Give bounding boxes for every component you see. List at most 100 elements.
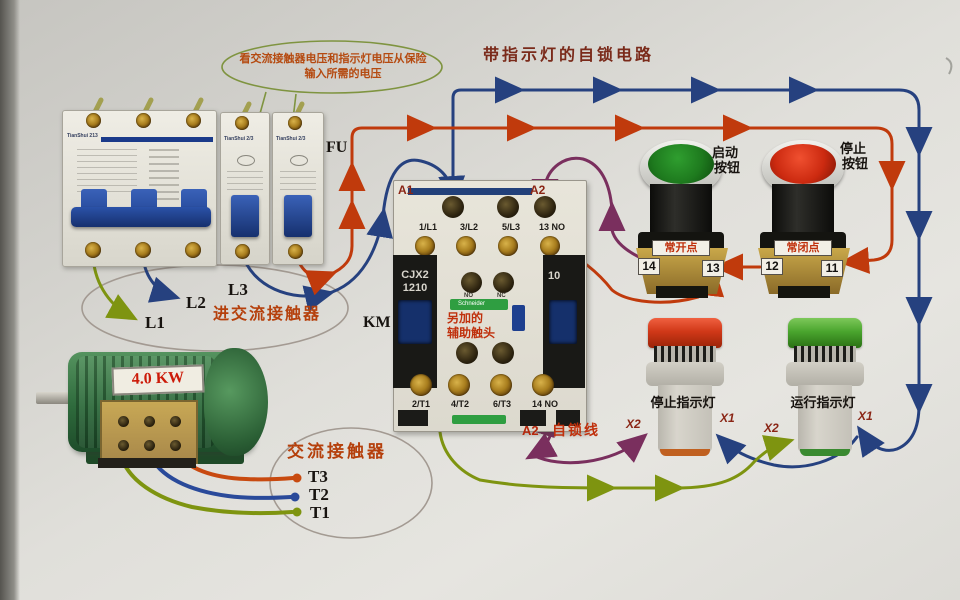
motor: 4.0 KW — [36, 340, 272, 472]
stop-lamp-name: 停止指示灯 — [650, 395, 716, 410]
stop-lamp-flange — [646, 362, 724, 386]
schneider-brand: Schneider — [458, 301, 486, 307]
run-lamp-rim — [800, 449, 850, 456]
contactor-screw-a2 — [534, 196, 556, 218]
motor-stud — [170, 440, 181, 451]
aux-screw-no-bot — [456, 342, 478, 364]
contactor-model-1: CJX2 — [401, 269, 429, 281]
km-label: KM — [363, 314, 391, 331]
start-button-cap[interactable] — [648, 144, 714, 184]
breaker-screw — [86, 113, 101, 128]
breaker-1b-logo — [290, 155, 308, 166]
run-lamp-flange — [786, 362, 864, 386]
aux-nc-label: NC — [497, 293, 506, 299]
contactor-screw — [448, 374, 470, 396]
contactor-term-13no: 13 NO — [538, 222, 565, 232]
breaker-screw — [185, 242, 201, 258]
contactor-din-clip — [398, 410, 428, 426]
run-lamp-x1: X1 — [858, 409, 873, 423]
stop-lamp-collar — [654, 346, 716, 363]
t1-label: T1 — [310, 503, 330, 522]
contactor-screw — [456, 236, 476, 256]
run-indicator-lamp — [768, 316, 878, 462]
start-term-13: 13 — [702, 260, 724, 277]
breaker-1b-brand: TianShui 2/3 — [276, 136, 306, 142]
contactor-term-4t2: 4/T2 — [450, 399, 469, 409]
contactor-screw-a1 — [442, 196, 464, 218]
contactor-left-panel: CJX2 1210 — [393, 255, 437, 388]
run-lamp-name: 运行指示灯 — [790, 395, 856, 410]
stop-lamp-rim — [660, 449, 710, 456]
breaker-3pole-brand: TianShui 213 — [67, 133, 98, 139]
stop-lamp-x1: X1 — [720, 411, 735, 425]
stop-indicator-lamp — [628, 316, 738, 462]
l2-label: L2 — [186, 293, 206, 312]
stop-term-11: 11 — [821, 260, 843, 277]
stop-lamp-body — [658, 385, 712, 453]
contactor-term-1l1: 1/L1 — [418, 222, 437, 232]
motor-power-plate: 4.0 KW — [111, 364, 205, 396]
breaker-screw — [136, 113, 151, 128]
breaker-1b-toggle[interactable] — [284, 195, 312, 237]
contactor-term-5l3: 5/L3 — [501, 222, 520, 232]
contactor-din-clip — [520, 410, 546, 426]
breaker-1b-marks — [280, 171, 316, 195]
schneider-bar-bottom — [452, 415, 506, 424]
stop-term-12: 12 — [761, 258, 783, 275]
contactor-term-3l2: 3/L2 — [459, 222, 478, 232]
aux-note-line1: 另加的 — [447, 311, 484, 325]
oval-in-label: 进交流接触器 — [213, 306, 322, 323]
run-lamp-x2: X2 — [764, 421, 779, 435]
start-contact-label: 常开点 — [652, 240, 710, 256]
breaker-blue-stripe — [101, 137, 213, 142]
breaker-1a-logo — [237, 155, 255, 166]
stop-lamp-cap — [648, 318, 722, 348]
start-button-foot — [656, 286, 708, 298]
aux-screw-nc-top — [493, 272, 514, 293]
breaker-1a-brand: TianShui 2/3 — [224, 136, 254, 142]
contactor-model-2: 1210 — [402, 282, 428, 294]
stop-button-foot — [778, 286, 830, 298]
motor-stud — [170, 416, 181, 427]
contactor-screw — [415, 236, 435, 256]
start-button[interactable]: 常开点 14 13 — [626, 134, 742, 300]
contactor-din-clip — [556, 410, 580, 426]
motor-shaft — [36, 392, 76, 404]
selflock-label: 自锁线 — [552, 422, 600, 438]
motor-box-bottom — [98, 458, 196, 468]
run-lamp-cap — [788, 318, 862, 348]
t3-label: T3 — [308, 467, 328, 486]
contactor-rating: 10 — [548, 270, 561, 282]
stop-button[interactable]: 常闭点 12 11 — [748, 134, 864, 300]
contactor-screw — [498, 236, 518, 256]
start-button-name-2: 按钮 — [714, 160, 741, 175]
stop-button-cap[interactable] — [770, 144, 836, 184]
note-line1: 看交流接触器电压和指示灯电压从保险 — [239, 53, 427, 65]
contactor-term-14no: 14 NO — [531, 399, 558, 409]
page-title: 带指示灯的自锁电路 — [483, 47, 655, 64]
contactor-blue-stripe — [408, 188, 532, 195]
motor-stud — [144, 440, 155, 451]
breaker-1pole-a: TianShui 2/3 — [220, 112, 270, 265]
oval-ac-label: 交流接触器 — [287, 442, 387, 461]
motor-stud — [144, 416, 155, 427]
breaker-screw — [135, 242, 151, 258]
stop-contact-label: 常闭点 — [774, 240, 832, 256]
contactor-screw — [540, 236, 560, 256]
motor-terminal-box — [100, 400, 198, 464]
breaker-screw — [288, 116, 302, 130]
breaker-screw — [235, 244, 250, 259]
contactor-right-panel: 10 — [543, 255, 585, 388]
stop-button-name-2: 按钮 — [842, 156, 869, 171]
stop-button-name-1: 停止 — [840, 141, 867, 156]
l3-label: L3 — [228, 280, 248, 299]
breaker-screw — [288, 244, 303, 259]
aux-note-line2: 辅助触头 — [447, 326, 496, 340]
motor-power-text: 4.0 KW — [131, 369, 185, 388]
breaker-1a-toggle[interactable] — [231, 195, 259, 237]
photo-left-edge — [0, 0, 20, 600]
breaker-toggle-bar[interactable] — [71, 207, 211, 227]
schneider-bar-top: Schneider — [450, 299, 508, 310]
stop-lamp-x2: X2 — [626, 417, 641, 431]
